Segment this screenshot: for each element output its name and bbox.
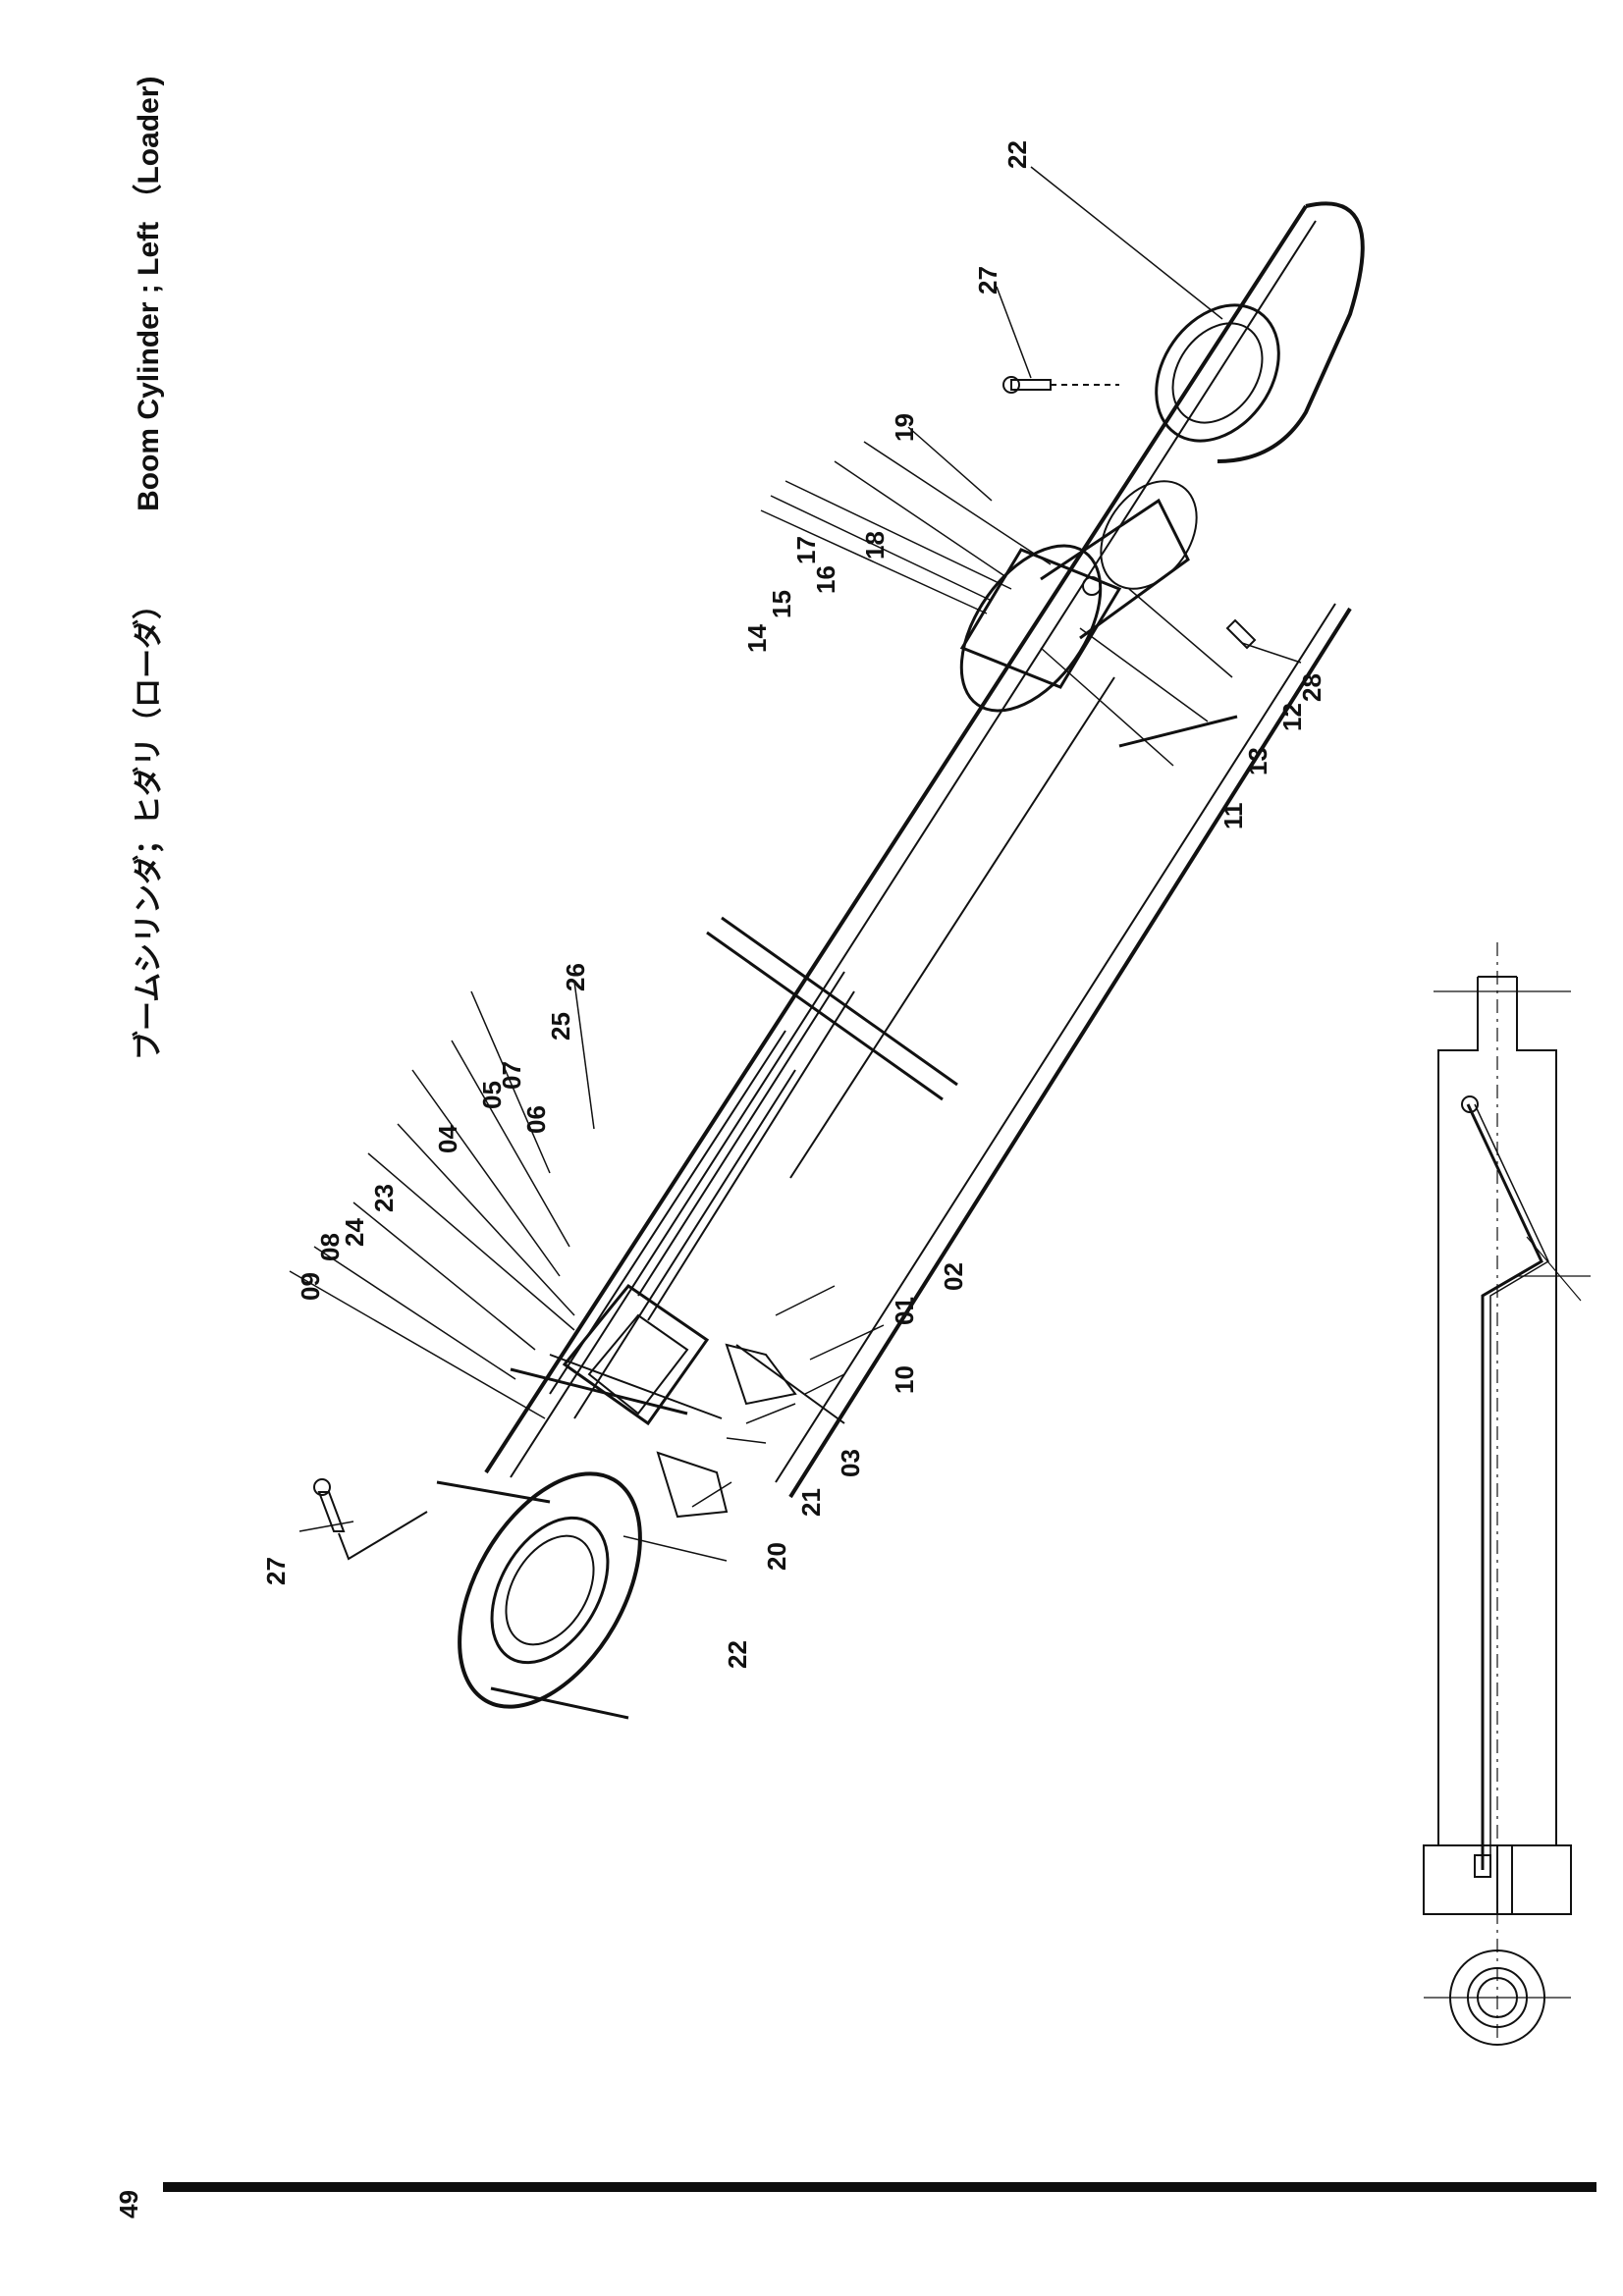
grease-fitting-bottom-icon [313,1478,428,1561]
callout: 14 [742,624,772,653]
callout: 28 [1297,673,1326,702]
piston-assembly [959,480,1198,713]
callout: 05 [477,1081,507,1109]
callout: 07 [497,1061,526,1090]
callout: 10 [890,1365,919,1394]
callout: 22 [1002,140,1032,169]
callout: 27 [261,1557,291,1585]
cylinder-barrel [484,204,1352,1499]
callout: 02 [939,1262,968,1291]
callout: 16 [811,565,840,594]
part-callouts: 01 02 03 04 05 06 07 08 09 10 11 12 13 1… [261,140,1326,1669]
callout: 13 [1243,747,1272,775]
callout: 04 [433,1125,462,1153]
callout: 06 [521,1105,551,1134]
callout: 25 [546,1012,575,1041]
callout: 12 [1277,703,1307,731]
callout: 01 [890,1297,919,1325]
callout: 27 [973,266,1002,294]
grease-fitting-top-icon [1002,376,1119,394]
callout: 22 [723,1640,752,1669]
plug-28-icon [1225,618,1257,650]
callout: 17 [791,536,821,564]
page-number: 49 [114,2190,143,2218]
callout: 11 [1218,803,1248,830]
callout: 19 [890,413,919,442]
bottom-rule [163,2182,1596,2192]
callout: 18 [860,531,890,560]
callout: 09 [296,1272,325,1301]
callout: 08 [315,1233,345,1261]
side-elevation-view [1423,942,1591,2046]
callout: 21 [796,1488,826,1517]
callout: 20 [762,1542,791,1571]
callout: 23 [369,1184,399,1212]
leader-lines [289,166,1302,1562]
rod-end-eye [436,1354,723,1720]
cylinder-head-gland [562,1283,797,1519]
callout: 15 [767,590,796,618]
callout: 03 [836,1449,865,1477]
callout: 26 [561,963,590,991]
callout: 24 [340,1218,369,1247]
cylinder-bottom-eye [1118,201,1365,748]
